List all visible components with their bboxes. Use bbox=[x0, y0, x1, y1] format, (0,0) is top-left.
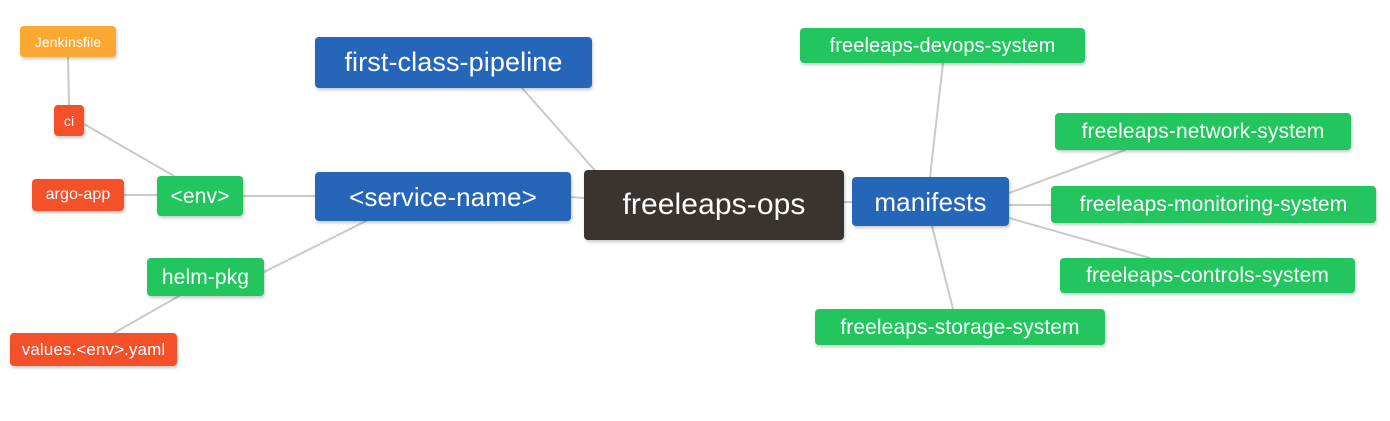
edge-ci-to-jenkinsfile bbox=[67, 56, 70, 106]
node-manifests[interactable]: manifests bbox=[852, 177, 1009, 226]
node-label: argo-app bbox=[45, 186, 111, 203]
node-freeleaps-controls-system[interactable]: freeleaps-controls-system bbox=[1060, 258, 1355, 293]
node-ci[interactable]: ci bbox=[54, 105, 84, 136]
edge-manifests-to-freeleaps-controls-system bbox=[1008, 217, 1151, 259]
node-label: freeleaps-monitoring-system bbox=[1079, 193, 1348, 216]
node-label: manifests bbox=[874, 186, 987, 217]
node-label: freeleaps-network-system bbox=[1081, 120, 1325, 143]
node-freeleaps-ops[interactable]: freeleaps-ops bbox=[584, 170, 844, 240]
edge-env-to-ci bbox=[83, 123, 175, 177]
node-freeleaps-devops-system[interactable]: freeleaps-devops-system bbox=[800, 28, 1085, 63]
node-label: freeleaps-storage-system bbox=[840, 315, 1080, 339]
node-helm-pkg[interactable]: helm-pkg bbox=[147, 258, 264, 296]
node-env[interactable]: <env> bbox=[157, 176, 243, 216]
node-argo-app[interactable]: argo-app bbox=[32, 179, 124, 211]
node-values-env-yaml[interactable]: values.<env>.yaml bbox=[10, 333, 177, 366]
node-label: Jenkinsfile bbox=[34, 33, 102, 50]
node-label: ci bbox=[63, 112, 75, 129]
edge-manifests-to-freeleaps-storage-system bbox=[931, 225, 954, 310]
node-label: freeleaps-ops bbox=[622, 188, 806, 221]
node-freeleaps-monitoring-system[interactable]: freeleaps-monitoring-system bbox=[1051, 186, 1376, 223]
node-freeleaps-network-system[interactable]: freeleaps-network-system bbox=[1055, 113, 1351, 150]
node-label: values.<env>.yaml bbox=[21, 340, 166, 359]
node-service-name[interactable]: <service-name> bbox=[315, 172, 571, 221]
edge-freeleaps-ops-to-first-class-pipeline bbox=[521, 87, 599, 175]
edge-freeleaps-ops-to-service-name bbox=[570, 196, 585, 199]
node-label: freeleaps-controls-system bbox=[1086, 264, 1329, 287]
node-label: freeleaps-devops-system bbox=[829, 34, 1056, 57]
node-freeleaps-storage-system[interactable]: freeleaps-storage-system bbox=[815, 309, 1105, 345]
node-label: helm-pkg bbox=[161, 265, 250, 289]
node-label: first-class-pipeline bbox=[344, 47, 563, 77]
node-jenkinsfile[interactable]: Jenkinsfile bbox=[20, 26, 116, 57]
node-label: <env> bbox=[170, 184, 230, 208]
node-first-class-pipeline[interactable]: first-class-pipeline bbox=[315, 37, 592, 88]
node-label: <service-name> bbox=[349, 181, 537, 212]
edge-helm-pkg-to-values-env-yaml bbox=[113, 295, 180, 334]
edge-manifests-to-freeleaps-devops-system bbox=[929, 62, 944, 178]
edge-service-name-to-helm-pkg bbox=[263, 220, 367, 273]
